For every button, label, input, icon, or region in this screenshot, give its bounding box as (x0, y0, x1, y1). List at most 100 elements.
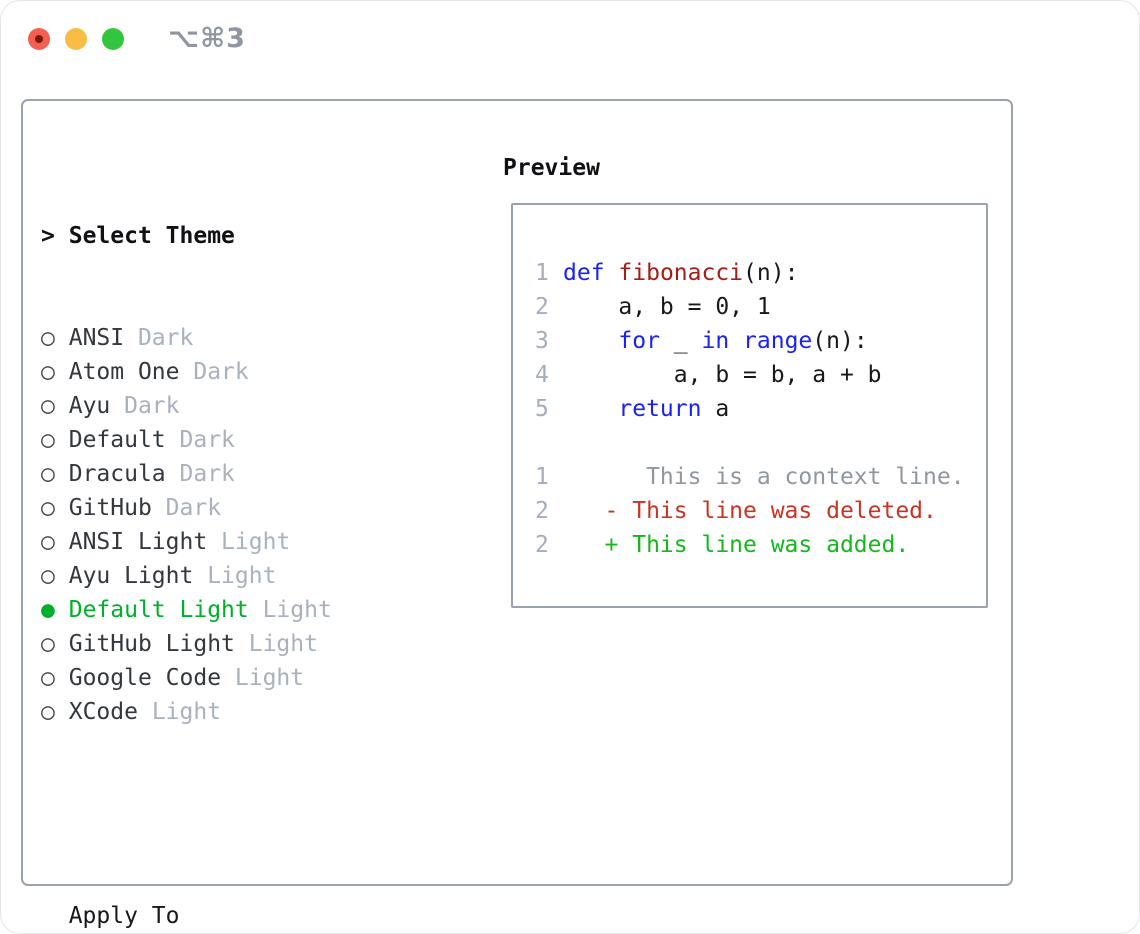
code-token: a (701, 396, 730, 422)
code-token: in (701, 328, 730, 354)
diff-text: + This line was added. (563, 532, 910, 558)
radio-selected-icon: ● (41, 597, 55, 623)
preview-heading: Preview (503, 155, 600, 181)
diff-text: - This line was deleted. (563, 498, 937, 524)
close-button[interactable] (28, 28, 50, 50)
theme-name: Google Code (68, 665, 222, 691)
diff-line-added: 2 + This line was added. (535, 528, 986, 562)
theme-name: ANSI Light (68, 529, 208, 555)
line-number: 4 (535, 362, 549, 388)
minimize-button[interactable] (65, 28, 87, 50)
theme-option-google-code[interactable]: ○ Google Code Light (41, 661, 429, 695)
line-number: 1 (535, 260, 549, 286)
code-token (563, 396, 618, 422)
radio-icon: ○ (41, 699, 55, 725)
theme-variant: Dark (110, 393, 180, 419)
theme-name: Ayu (68, 393, 111, 419)
theme-option-github-light[interactable]: ○ GitHub Light Light (41, 627, 429, 661)
theme-name: XCode (68, 699, 138, 725)
code-line: 3 for _ in range(n): (535, 324, 986, 358)
diff-preview: 1 This is a context line.2 - This line w… (535, 460, 986, 562)
radio-icon: ○ (41, 427, 55, 453)
theme-name: GitHub (68, 495, 152, 521)
line-number: 1 (535, 464, 549, 490)
code-token: def (563, 260, 605, 286)
theme-option-atom-one[interactable]: ○ Atom One Dark (41, 355, 429, 389)
code-token: (n): (743, 260, 799, 286)
line-number: 5 (535, 396, 549, 422)
theme-option-ansi-light[interactable]: ○ ANSI Light Light (41, 525, 429, 559)
code-token: (n): (812, 328, 868, 354)
theme-variant: Dark (151, 495, 222, 521)
theme-option-default[interactable]: ○ Default Dark (41, 423, 429, 457)
theme-option-default-light[interactable]: ● Default Light Light (41, 593, 429, 627)
theme-variant: Light (248, 597, 332, 623)
titlebar: ⌥⌘3 (1, 1, 1139, 77)
code-token: a, b = b, a + b (563, 362, 882, 388)
diff-text: This is a context line. (563, 464, 965, 490)
line-number: 3 (535, 328, 549, 354)
theme-option-xcode[interactable]: ○ XCode Light (41, 695, 429, 729)
cursor-caret-icon: > (41, 223, 55, 249)
theme-variant: Light (137, 699, 222, 725)
radio-icon: ○ (41, 665, 55, 691)
radio-icon: ○ (41, 631, 55, 657)
theme-picker-panel: > Select Theme ○ ANSI Dark○ Atom One Dar… (21, 99, 1013, 929)
code-token: return (618, 396, 702, 422)
line-number: 2 (535, 498, 549, 524)
theme-name: ANSI (68, 325, 125, 351)
code-token: fibonacci (618, 260, 744, 286)
code-line: 4 a, b = b, a + b (535, 358, 986, 392)
theme-name: Default (68, 427, 166, 453)
theme-variant: Dark (165, 461, 235, 487)
theme-variant: Dark (179, 359, 249, 385)
radio-icon: ○ (41, 359, 55, 385)
apply-to-heading: Apply To (68, 903, 180, 929)
radio-icon: ○ (41, 461, 55, 487)
theme-name: Dracula (68, 461, 166, 487)
code-token (729, 328, 743, 354)
radio-icon: ○ (41, 563, 55, 589)
theme-variant: Dark (165, 427, 235, 453)
theme-variant: Light (207, 529, 291, 555)
keyboard-shortcut-label: ⌥⌘3 (168, 23, 246, 54)
spacer (41, 797, 429, 831)
theme-name: GitHub Light (68, 631, 235, 657)
theme-name: Ayu Light (68, 563, 194, 589)
code-line: 1 def fibonacci(n): (535, 256, 986, 290)
radio-icon: ○ (41, 393, 55, 419)
diff-line-deleted: 2 - This line was deleted. (535, 494, 986, 528)
theme-option-ansi[interactable]: ○ ANSI Dark (41, 321, 429, 355)
code-line: 5 return a (535, 392, 986, 426)
theme-variant: Light (193, 563, 277, 589)
radio-icon: ○ (41, 529, 55, 555)
theme-variant: Dark (124, 325, 194, 351)
code-token: a, b = 0, 1 (563, 294, 771, 320)
theme-variant: Light (221, 665, 305, 691)
line-number: 2 (535, 532, 549, 558)
line-number: 2 (535, 294, 549, 320)
code-line: 2 a, b = 0, 1 (535, 290, 986, 324)
theme-option-ayu-light[interactable]: ○ Ayu Light Light (41, 559, 429, 593)
code-token (605, 260, 619, 286)
theme-option-dracula[interactable]: ○ Dracula Dark (41, 457, 429, 491)
code-token: for (618, 328, 660, 354)
code-token: _ (659, 328, 702, 354)
theme-name: Atom One (68, 359, 180, 385)
radio-icon: ○ (41, 495, 55, 521)
theme-variant: Light (234, 631, 318, 657)
diff-line-context: 1 This is a context line. (535, 460, 986, 494)
select-theme-heading: > Select Theme (41, 223, 235, 249)
theme-list: ○ ANSI Dark○ Atom One Dark○ Ayu Dark○ De… (41, 321, 429, 729)
blank-line (535, 426, 986, 460)
code-token (563, 328, 618, 354)
theme-option-ayu[interactable]: ○ Ayu Dark (41, 389, 429, 423)
radio-icon: ○ (41, 325, 55, 351)
zoom-button[interactable] (102, 28, 124, 50)
theme-name: Default Light (68, 597, 249, 623)
code-token: range (743, 328, 813, 354)
theme-option-github[interactable]: ○ GitHub Dark (41, 491, 429, 525)
